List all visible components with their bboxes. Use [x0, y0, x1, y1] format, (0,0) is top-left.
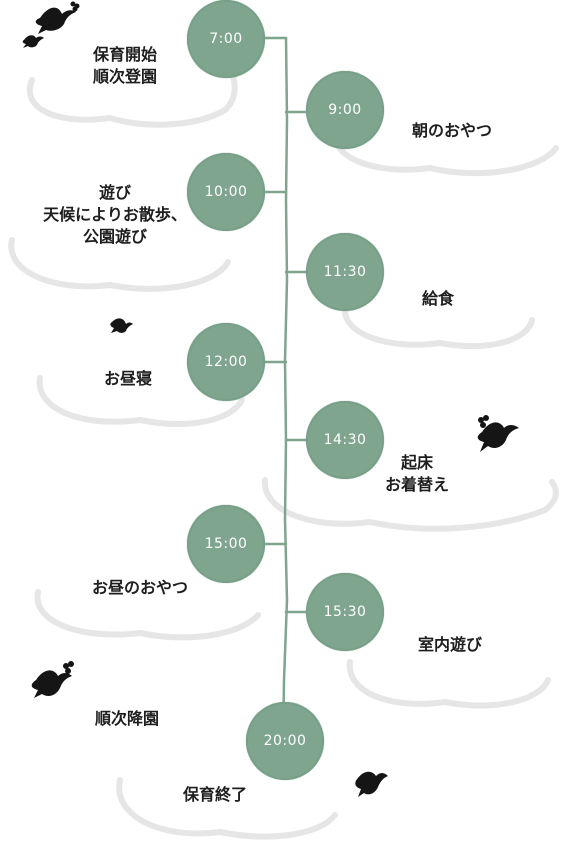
activity-line: 朝のおやつ: [411, 121, 492, 140]
cloud-5: [36, 375, 245, 427]
activity-line: 起床: [400, 453, 433, 472]
bird-icon: [477, 422, 519, 452]
time-node: 11:30: [306, 233, 384, 311]
time-node: 7:00: [187, 0, 265, 78]
timeline: [260, 36, 308, 742]
activity-label: 遊び 天候によりお散歩、 公園遊び: [20, 182, 210, 248]
time-node: 9:00: [306, 71, 384, 149]
cloud-2: [331, 127, 559, 177]
activity-line: 給食: [421, 289, 454, 308]
time-label: 15:30: [323, 604, 367, 620]
clover-icon: [478, 415, 489, 428]
activity-line: お着替え: [384, 475, 449, 494]
activity-label: 保育終了: [160, 784, 270, 806]
time-node: 14:30: [306, 401, 384, 479]
time-node: 12:00: [187, 323, 265, 401]
cloud-7: [34, 589, 261, 641]
time-label: 12:00: [204, 354, 248, 370]
activity-label: お昼のおやつ: [70, 577, 210, 599]
bird-icon: [110, 318, 133, 333]
time-label: 11:30: [323, 264, 367, 280]
activity-line: 保育終了: [182, 785, 247, 804]
activity-label: 起床 お着替え: [372, 452, 462, 496]
time-label: 14:30: [323, 432, 367, 448]
cloud-3: [8, 237, 231, 292]
activity-line: 順次降園: [94, 709, 159, 728]
cloud-8: [346, 659, 551, 709]
cloud-1: [27, 67, 238, 128]
bird-icon: [31, 670, 72, 698]
time-node: 15:00: [187, 505, 265, 583]
bird-icon: [35, 7, 76, 35]
clover-icon: [70, 1, 80, 12]
time-label: 15:00: [204, 536, 248, 552]
time-label: 7:00: [209, 31, 243, 47]
timeline-spine: [281, 36, 289, 742]
activity-line: 天候によりお散歩、: [43, 205, 187, 224]
activity-line: お昼寝: [103, 369, 152, 388]
activity-line: 公園遊び: [82, 227, 147, 246]
time-node: 15:30: [306, 573, 384, 651]
activity-label: 朝のおやつ: [392, 120, 512, 142]
time-label: 20:00: [263, 733, 307, 749]
clover-icon: [63, 661, 74, 674]
cloud-6: [261, 477, 559, 532]
activity-line: 遊び: [98, 183, 131, 202]
time-node: 10:00: [187, 153, 265, 231]
activity-label: 保育開始 順次登園: [60, 44, 190, 88]
activity-label: 順次降園: [72, 708, 182, 730]
birds: [22, 1, 519, 797]
bird-icon: [355, 771, 388, 797]
activity-label: 給食: [398, 288, 478, 310]
time-node: 20:00: [246, 702, 324, 780]
time-label: 10:00: [204, 184, 248, 200]
activity-label: 室内遊び: [395, 634, 505, 656]
activity-line: 保育開始: [92, 45, 157, 64]
activity-line: 順次登園: [92, 67, 157, 86]
cloud-shapes: [8, 67, 559, 840]
activity-line: 室内遊び: [417, 635, 482, 654]
cloud-4: [341, 302, 535, 349]
cloud-9: [116, 777, 338, 840]
activity-line: お昼のおやつ: [91, 578, 188, 597]
bird-icon: [22, 35, 44, 48]
time-label: 9:00: [328, 102, 362, 118]
activity-label: お昼寝: [78, 368, 178, 390]
